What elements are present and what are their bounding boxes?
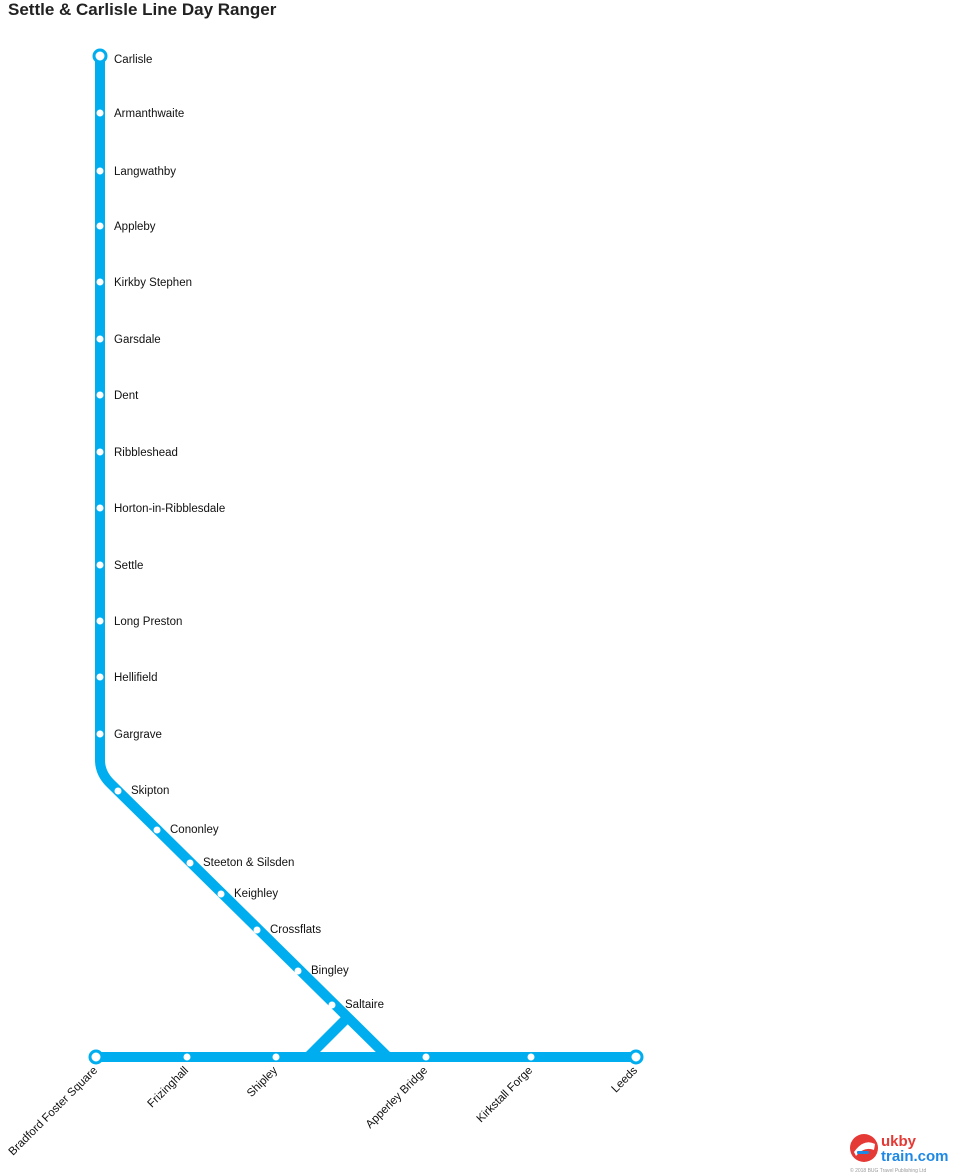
- station-label: Settle: [114, 560, 143, 572]
- station-kirkby-stephen[interactable]: Kirkby Stephen: [96, 277, 193, 289]
- station-label: Apperley Bridge: [364, 1065, 430, 1131]
- station-label: Dent: [114, 390, 139, 402]
- main-line: [95, 51, 393, 1062]
- station-marker: [96, 673, 104, 681]
- station-label: Crossflats: [270, 924, 321, 936]
- terminal-marker: [88, 1049, 104, 1065]
- station-label: Leeds: [609, 1064, 640, 1095]
- junction-curve: [303, 1013, 352, 1062]
- station-settle[interactable]: Settle: [96, 560, 144, 572]
- station-marker: [114, 787, 122, 795]
- station-langwathby[interactable]: Langwathby: [96, 166, 177, 178]
- station-steeton-and-silsden[interactable]: Steeton & Silsden: [186, 857, 295, 869]
- station-label: Long Preston: [114, 616, 182, 628]
- station-marker: [96, 167, 104, 175]
- station-label: Bradford Foster Square: [7, 1065, 100, 1158]
- station-marker: [186, 859, 194, 867]
- terminal-marker: [92, 48, 108, 64]
- station-keighley[interactable]: Keighley: [217, 888, 279, 900]
- station-label: Steeton & Silsden: [203, 857, 294, 869]
- station-marker: [153, 826, 161, 834]
- track-lines: [91, 51, 641, 1062]
- station-marker: [328, 1001, 336, 1009]
- logo: ukby train.com © 2018 BUG Travel Publish…: [850, 1133, 949, 1174]
- station-marker: [96, 222, 104, 230]
- station-label: Carlisle: [114, 54, 152, 66]
- station-marker: [96, 335, 104, 343]
- station-label: Kirkby Stephen: [114, 277, 192, 289]
- station-marker: [183, 1053, 191, 1061]
- station-carlisle[interactable]: Carlisle: [92, 48, 152, 66]
- station-label: Horton-in-Ribblesdale: [114, 503, 225, 515]
- station-label: Ribbleshead: [114, 447, 178, 459]
- station-label: Hellifield: [114, 672, 157, 684]
- terminal-marker: [628, 1049, 644, 1065]
- station-label: Langwathby: [114, 166, 176, 178]
- station-garsdale[interactable]: Garsdale: [96, 334, 161, 346]
- station-marker: [96, 109, 104, 117]
- station-skipton[interactable]: Skipton: [114, 785, 170, 797]
- station-cononley[interactable]: Cononley: [153, 824, 219, 836]
- station-label: Kirkstall Forge: [475, 1065, 535, 1125]
- station-bingley[interactable]: Bingley: [294, 965, 349, 977]
- station-kirkstall-forge[interactable]: Kirkstall Forge: [475, 1053, 535, 1126]
- station-label: Frizinghall: [146, 1065, 192, 1111]
- station-apperley-bridge[interactable]: Apperley Bridge: [364, 1053, 430, 1131]
- station-marker: [422, 1053, 430, 1061]
- station-label: Saltaire: [345, 999, 384, 1011]
- logo-text-bottom: train.com: [881, 1148, 949, 1165]
- station-label: Cononley: [170, 824, 219, 836]
- station-frizinghall[interactable]: Frizinghall: [146, 1053, 192, 1111]
- station-marker: [96, 278, 104, 286]
- station-horton-in-ribblesdale[interactable]: Horton-in-Ribblesdale: [96, 503, 226, 515]
- station-dent[interactable]: Dent: [96, 390, 140, 402]
- station-label: Keighley: [234, 888, 278, 900]
- station-label: Garsdale: [114, 334, 161, 346]
- station-marker: [217, 890, 225, 898]
- station-marker: [96, 448, 104, 456]
- train-logo-icon: [850, 1134, 878, 1162]
- station-marker: [96, 617, 104, 625]
- station-gargrave[interactable]: Gargrave: [96, 729, 162, 741]
- station-label: Bingley: [311, 965, 349, 977]
- station-bradford-foster-square[interactable]: Bradford Foster Square: [7, 1049, 104, 1158]
- station-marker: [253, 926, 261, 934]
- station-marker: [272, 1053, 280, 1061]
- station-ribbleshead[interactable]: Ribbleshead: [96, 447, 178, 459]
- station-label: Appleby: [114, 221, 156, 233]
- station-marker: [96, 391, 104, 399]
- station-marker: [96, 561, 104, 569]
- station-marker: [527, 1053, 535, 1061]
- logo-text-top: ukby: [881, 1133, 917, 1150]
- station-label: Skipton: [131, 785, 169, 797]
- station-crossflats[interactable]: Crossflats: [253, 924, 322, 936]
- station-marker: [96, 730, 104, 738]
- station-saltaire[interactable]: Saltaire: [328, 999, 385, 1011]
- station-label: Gargrave: [114, 729, 162, 741]
- station-marker: [294, 967, 302, 975]
- station-long-preston[interactable]: Long Preston: [96, 616, 183, 628]
- copyright-text: © 2018 BUG Travel Publishing Ltd: [850, 1167, 926, 1174]
- station-appleby[interactable]: Appleby: [96, 221, 156, 233]
- station-armanthwaite[interactable]: Armanthwaite: [96, 108, 185, 120]
- station-label: Shipley: [245, 1064, 280, 1099]
- station-marker: [96, 504, 104, 512]
- station-label: Armanthwaite: [114, 108, 184, 120]
- page-title: Settle & Carlisle Line Day Ranger: [8, 0, 277, 19]
- station-hellifield[interactable]: Hellifield: [96, 672, 158, 684]
